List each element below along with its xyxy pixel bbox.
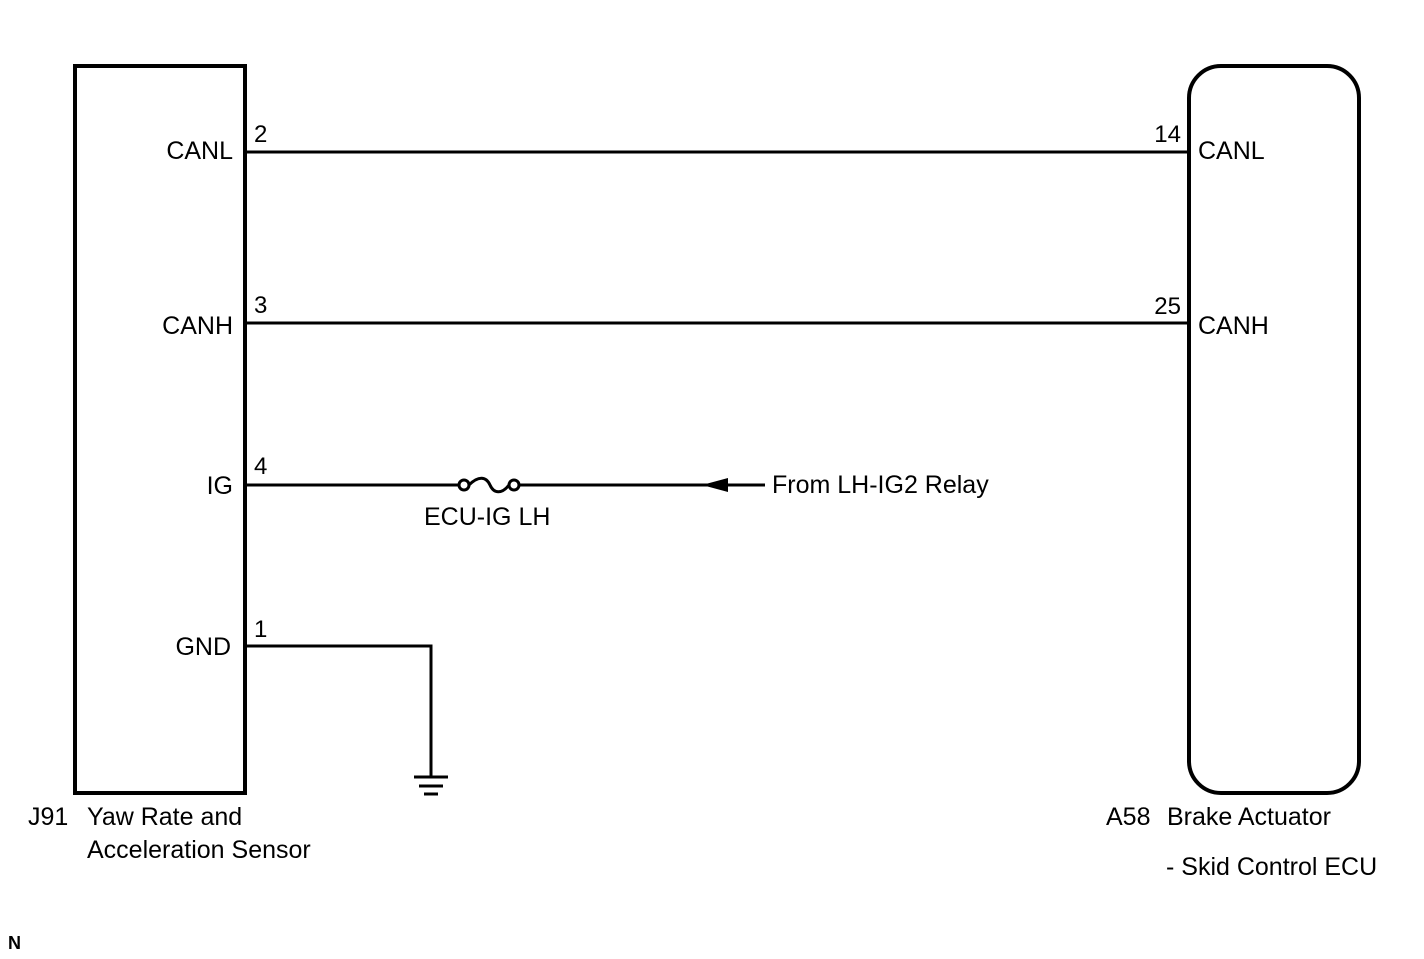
yaw-rate-sensor-box — [73, 64, 247, 795]
left-pin-name-canl: CANL — [166, 137, 233, 165]
right-pin-name-canl: CANL — [1198, 137, 1265, 165]
left-pin-number-gnd: 1 — [254, 616, 267, 643]
left-pin-number-canl: 2 — [254, 121, 267, 148]
right-component-name-line1: Brake Actuator — [1167, 803, 1331, 831]
right-pin-name-canh: CANH — [1198, 312, 1269, 340]
left-pin-name-canh: CANH — [162, 312, 233, 340]
fuse-symbol — [457, 476, 521, 494]
right-pin-number-canh: 25 — [1154, 293, 1181, 320]
ground-symbol — [414, 775, 448, 796]
left-pin-name-ig: IG — [207, 472, 233, 500]
brake-actuator-box — [1187, 64, 1361, 795]
right-pin-number-canl: 14 — [1154, 121, 1181, 148]
gnd-wire — [245, 644, 433, 776]
left-component-name-line2: Acceleration Sensor — [87, 836, 311, 864]
source-label: From LH-IG2 Relay — [772, 471, 989, 499]
source-arrow — [702, 478, 728, 492]
corner-mark: N — [8, 933, 21, 953]
left-pin-number-ig: 4 — [254, 453, 267, 480]
left-component-name-line1: Yaw Rate and — [87, 803, 242, 831]
left-pin-name-gnd: GND — [175, 633, 231, 661]
right-component-code: A58 — [1106, 803, 1150, 831]
left-component-code: J91 — [28, 803, 68, 831]
left-pin-number-canh: 3 — [254, 292, 267, 319]
right-component-name-line2: - Skid Control ECU — [1166, 853, 1377, 881]
fuse-label: ECU-IG LH — [424, 503, 550, 531]
